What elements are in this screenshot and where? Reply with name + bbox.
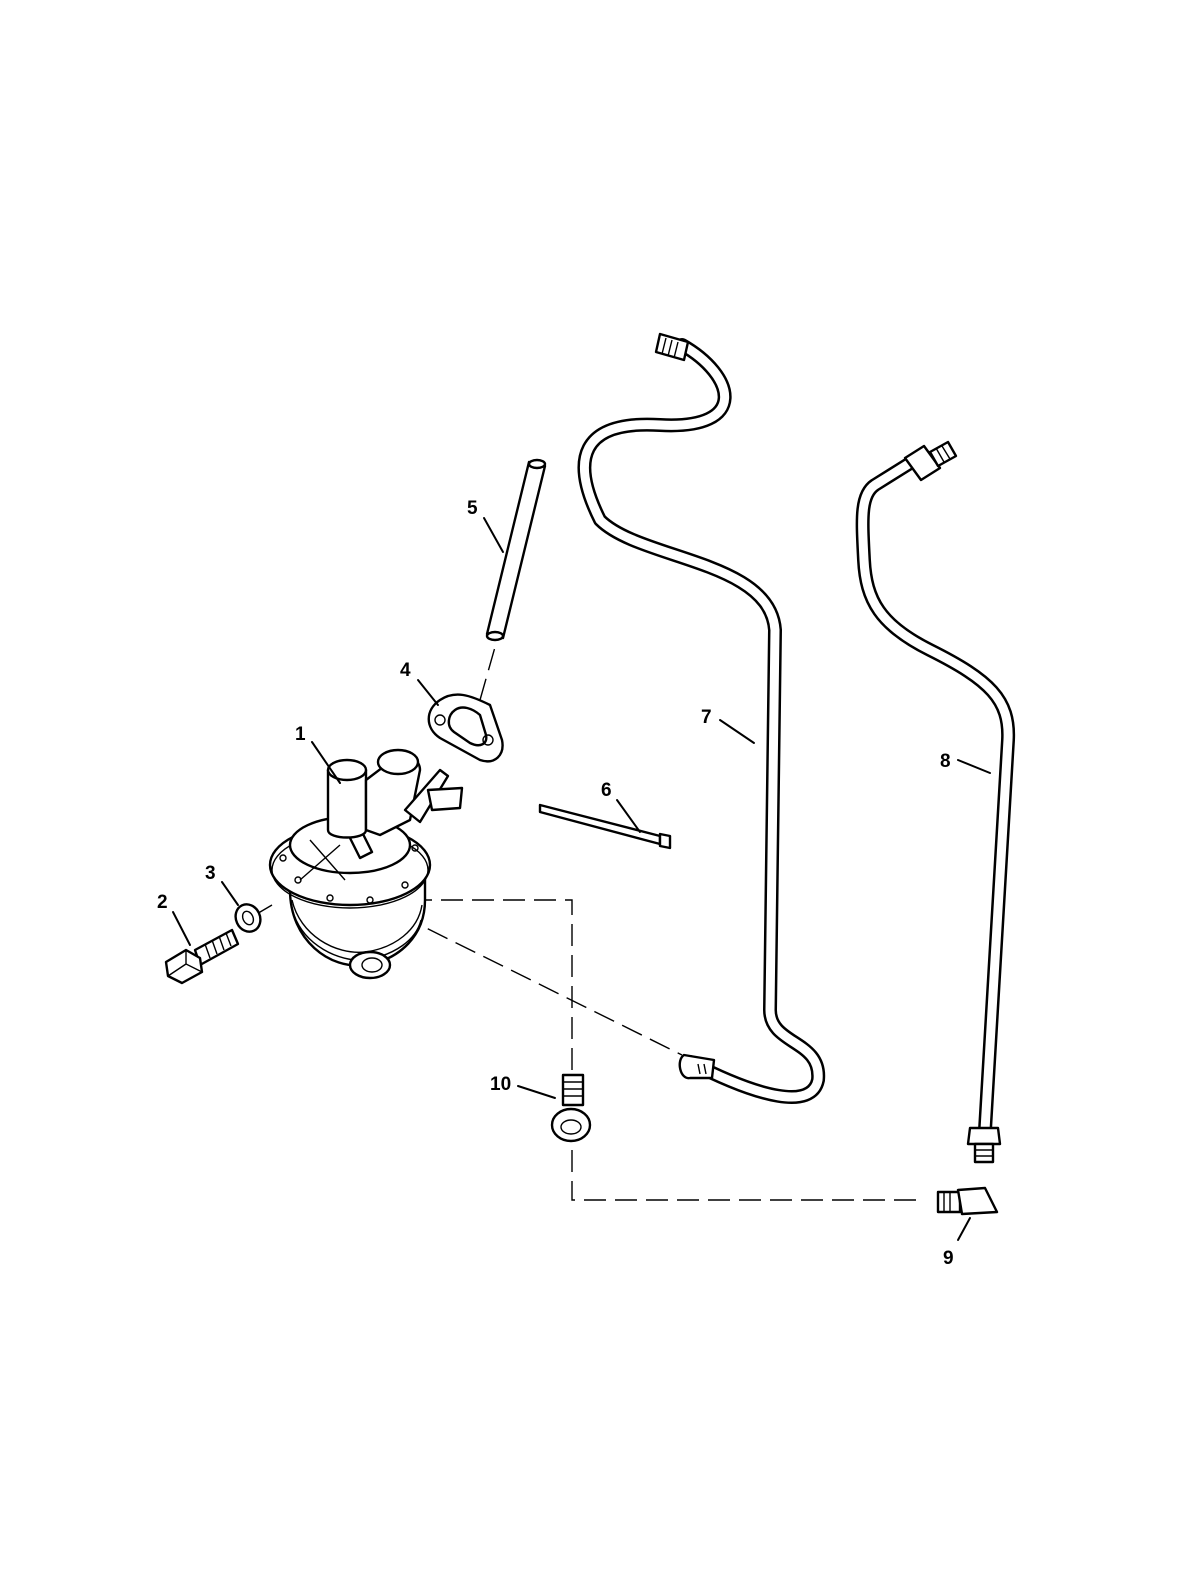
washer-3: [234, 903, 262, 933]
callout-2: 2: [157, 892, 168, 913]
callout-5: 5: [467, 498, 478, 519]
fitting-10: [550, 1073, 592, 1143]
pin-6: [538, 803, 672, 850]
callout-3: 3: [205, 863, 216, 884]
callout-1: 1: [295, 724, 306, 745]
leader-lines: [172, 517, 991, 1241]
callout-10: 10: [490, 1074, 511, 1095]
callout-4: 4: [400, 660, 411, 681]
callout-6: 6: [601, 780, 612, 801]
assembly-lines: [254, 639, 925, 1201]
callouts: 1 2 3 4 5 6 7 8 9 10: [157, 498, 954, 1269]
fitting-9: [936, 1186, 999, 1216]
push-rod-5: [485, 458, 547, 642]
bolt-2: [164, 928, 240, 985]
fuel-pump-1: [268, 748, 464, 980]
callout-8: 8: [940, 751, 951, 772]
fuel-line-8: [855, 440, 1016, 1164]
callout-9: 9: [943, 1248, 954, 1269]
fuel-line-7: [577, 332, 826, 1104]
gasket-4: [427, 693, 504, 763]
callout-7: 7: [701, 707, 712, 728]
